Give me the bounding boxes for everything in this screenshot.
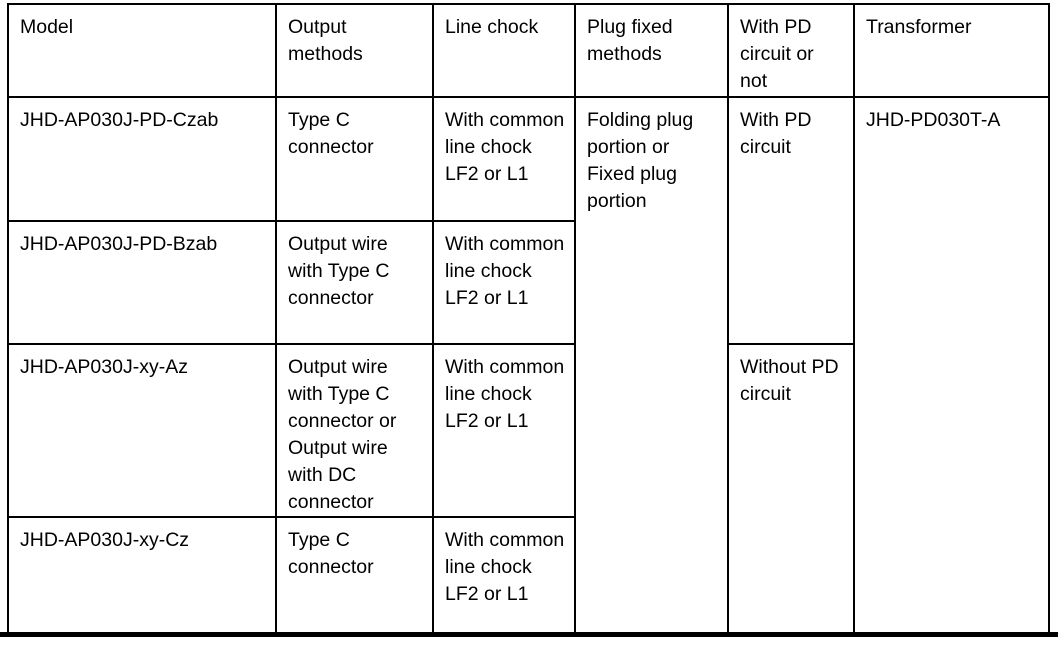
cell-output-methods-3: Output wire with Type C connector or Out… (275, 343, 434, 518)
header-line-chock: Line chock (432, 3, 576, 98)
header-plug-fixed-methods: Plug fixed methods (574, 3, 729, 98)
page-bottom-rule (0, 632, 1058, 637)
header-output-methods: Output methods (275, 3, 434, 98)
header-model: Model (7, 3, 277, 98)
cell-line-chock-3: With common line chock LF2 or L1 (432, 343, 576, 518)
cell-transformer-merged: JHD-PD030T-A (853, 96, 1050, 637)
cell-line-chock-4: With common line chock LF2 or L1 (432, 516, 576, 637)
header-transformer: Transformer (853, 3, 1050, 98)
cell-output-methods-4: Type C connector (275, 516, 434, 637)
cell-model-4: JHD-AP030J-xy-Cz (7, 516, 277, 637)
product-model-spec-table: Model Output methods Line chock Plug fix… (7, 3, 1050, 637)
cell-model-2: JHD-AP030J-PD-Bzab (7, 220, 277, 345)
cell-without-pd-circuit-merged: Without PD circuit (727, 343, 855, 637)
cell-model-1: JHD-AP030J-PD-Czab (7, 96, 277, 222)
header-row: Model Output methods Line chock Plug fix… (7, 3, 1050, 98)
cell-with-pd-circuit-merged: With PD circuit (727, 96, 855, 345)
table-row-1: JHD-AP030J-PD-Czab Type C connector With… (7, 96, 1050, 637)
cell-output-methods-2: Output wire with Type C connector (275, 220, 434, 345)
cell-output-methods-1: Type C connector (275, 96, 434, 222)
table-row-4: JHD-AP030J-xy-Cz Type C connector With c… (7, 516, 1049, 637)
table-row-3: JHD-AP030J-xy-Az Output wire with Type C… (7, 343, 1049, 637)
cell-plug-fixed-methods-merged: Folding plug portion or Fixed plug porti… (574, 96, 729, 637)
table-row-2: JHD-AP030J-PD-Bzab Output wire with Type… (7, 220, 1049, 345)
cell-model-3: JHD-AP030J-xy-Az (7, 343, 277, 518)
cell-line-chock-2: With common line chock LF2 or L1 (432, 220, 576, 345)
header-with-pd-circuit-or-not: With PD circuit or not (727, 3, 855, 98)
cell-line-chock-1: With common line chock LF2 or L1 (432, 96, 576, 222)
